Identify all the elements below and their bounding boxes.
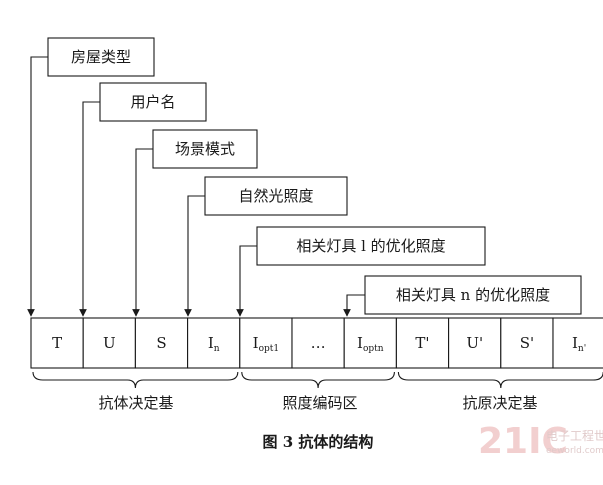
callout-house-type: 房屋类型 <box>27 37 155 317</box>
callout-label: 相关灯具 l 的优化照度 <box>296 237 445 255</box>
cell-box <box>343 317 397 369</box>
watermark-number: 21IC <box>478 421 568 462</box>
cell-box <box>395 317 450 369</box>
cell-box <box>239 317 293 369</box>
cell-2: S <box>134 317 189 369</box>
cell-symbol: S <box>156 334 166 352</box>
cell-symbol: In <box>208 334 220 354</box>
cell-subscript: opt1 <box>259 344 280 354</box>
cell-4: Iopt1 <box>239 317 293 369</box>
cell-symbol: T' <box>415 334 429 352</box>
group-braces <box>32 371 603 389</box>
group-brace-2 <box>397 371 603 389</box>
cell-3: In <box>187 317 241 369</box>
cell-symbol: T <box>52 334 62 352</box>
callout-label: 场景模式 <box>175 140 235 158</box>
antibody-cell-row: T U S In Iopt1 … Ioptn T' U' S' In' <box>30 317 603 369</box>
cell-1: U <box>82 317 136 369</box>
callout-label: 相关灯具 n 的优化照度 <box>396 286 550 304</box>
cell-7: T' <box>395 317 450 369</box>
cell-9: S' <box>500 317 554 369</box>
cell-box <box>500 317 554 369</box>
cell-subscript: n <box>214 344 220 354</box>
cell-8: U' <box>448 317 502 369</box>
cell-10: In' <box>552 317 603 369</box>
cell-subscript: optn <box>363 344 384 354</box>
group-brace-0 <box>32 371 239 389</box>
group-brace-1 <box>241 371 395 389</box>
cell-subscript: n' <box>578 344 586 354</box>
group-label-antigen-determinant: 抗原决定基 <box>462 394 537 412</box>
cell-5: … <box>291 317 345 369</box>
watermark: 21IC 电子工程世界 eeworld.com.cn <box>478 421 603 462</box>
cell-box <box>134 317 189 369</box>
callout-scene-mode: 场景模式 <box>132 129 258 317</box>
callout-label: 房屋类型 <box>71 48 131 66</box>
group-label-antibody-determinant: 抗体决定基 <box>98 394 173 412</box>
watermark-site: 电子工程世界 <box>546 428 603 443</box>
cell-symbol: U' <box>466 334 483 352</box>
cell-box <box>448 317 502 369</box>
callout-lamp-1-optimal: 相关灯具 l 的优化照度 <box>236 226 486 317</box>
group-labels: 抗体决定基 照度编码区 抗原决定基 <box>98 394 537 412</box>
callout-natural-light: 自然光照度 <box>184 176 348 317</box>
figure-caption: 图 3 抗体的结构 <box>263 433 374 451</box>
group-label-illuminance-coding: 照度编码区 <box>282 394 357 412</box>
cell-symbol: S' <box>520 334 534 352</box>
cell-symbol: … <box>311 334 326 352</box>
cell-box <box>552 317 603 369</box>
callout-lamp-n-optimal: 相关灯具 n 的优化照度 <box>343 275 582 317</box>
cell-0: T <box>30 317 84 369</box>
watermark-url: eeworld.com.cn <box>546 446 603 456</box>
cell-6: Ioptn <box>343 317 397 369</box>
callout-label: 自然光照度 <box>238 187 313 205</box>
callout-labels: 房屋类型 用户名 场景模式 自然光照度 相关灯具 l 的优化照度 相关灯具 n … <box>27 37 582 317</box>
callout-label: 用户名 <box>130 93 175 111</box>
cell-box <box>30 317 84 369</box>
callout-username: 用户名 <box>79 82 207 317</box>
cell-symbol: U <box>103 334 116 352</box>
